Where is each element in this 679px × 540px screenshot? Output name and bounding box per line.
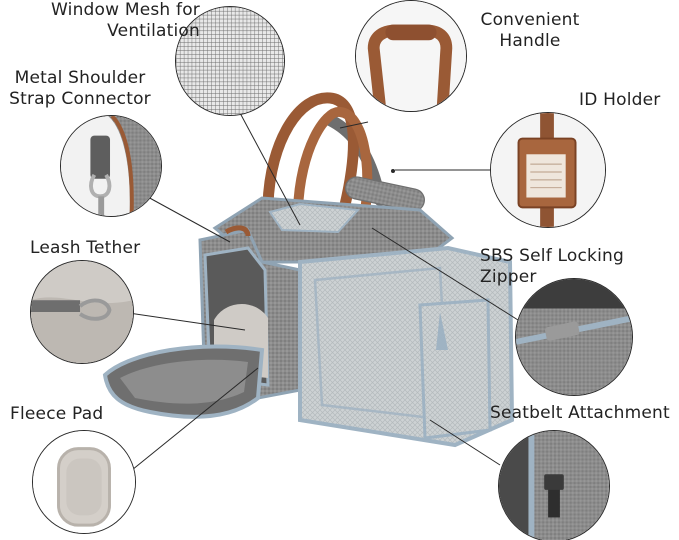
zipper-detail	[515, 278, 633, 396]
leader-handle	[339, 121, 369, 129]
id-tag-detail	[490, 112, 606, 228]
handle-detail	[355, 0, 467, 112]
label-window-mesh: Window Mesh for Ventilation	[51, 0, 200, 41]
fleece-pad-detail	[32, 430, 136, 534]
window-mesh-detail	[175, 6, 285, 116]
leash-tether-detail	[30, 260, 134, 364]
leader-window-mesh	[231, 97, 301, 226]
label-leash-tether: Leash Tether	[30, 238, 141, 258]
leader-seatbelt	[429, 419, 501, 466]
strap-connector-detail	[60, 115, 162, 217]
label-seatbelt-attachment: Seatbelt Attachment	[490, 403, 670, 423]
label-convenient-handle: Convenient Handle	[480, 10, 580, 51]
leader-zipper	[371, 227, 519, 321]
seatbelt-detail	[498, 430, 610, 540]
label-id-holder: ID Holder	[579, 90, 661, 110]
label-metal-shoulder-strap: Metal Shoulder Strap Connector	[9, 68, 151, 109]
leader-strap-connector	[145, 195, 231, 243]
leader-fleece-pad	[131, 367, 259, 471]
label-sbs-zipper: SBS Self Locking Zipper	[480, 246, 624, 287]
label-fleece-pad: Fleece Pad	[10, 404, 104, 424]
